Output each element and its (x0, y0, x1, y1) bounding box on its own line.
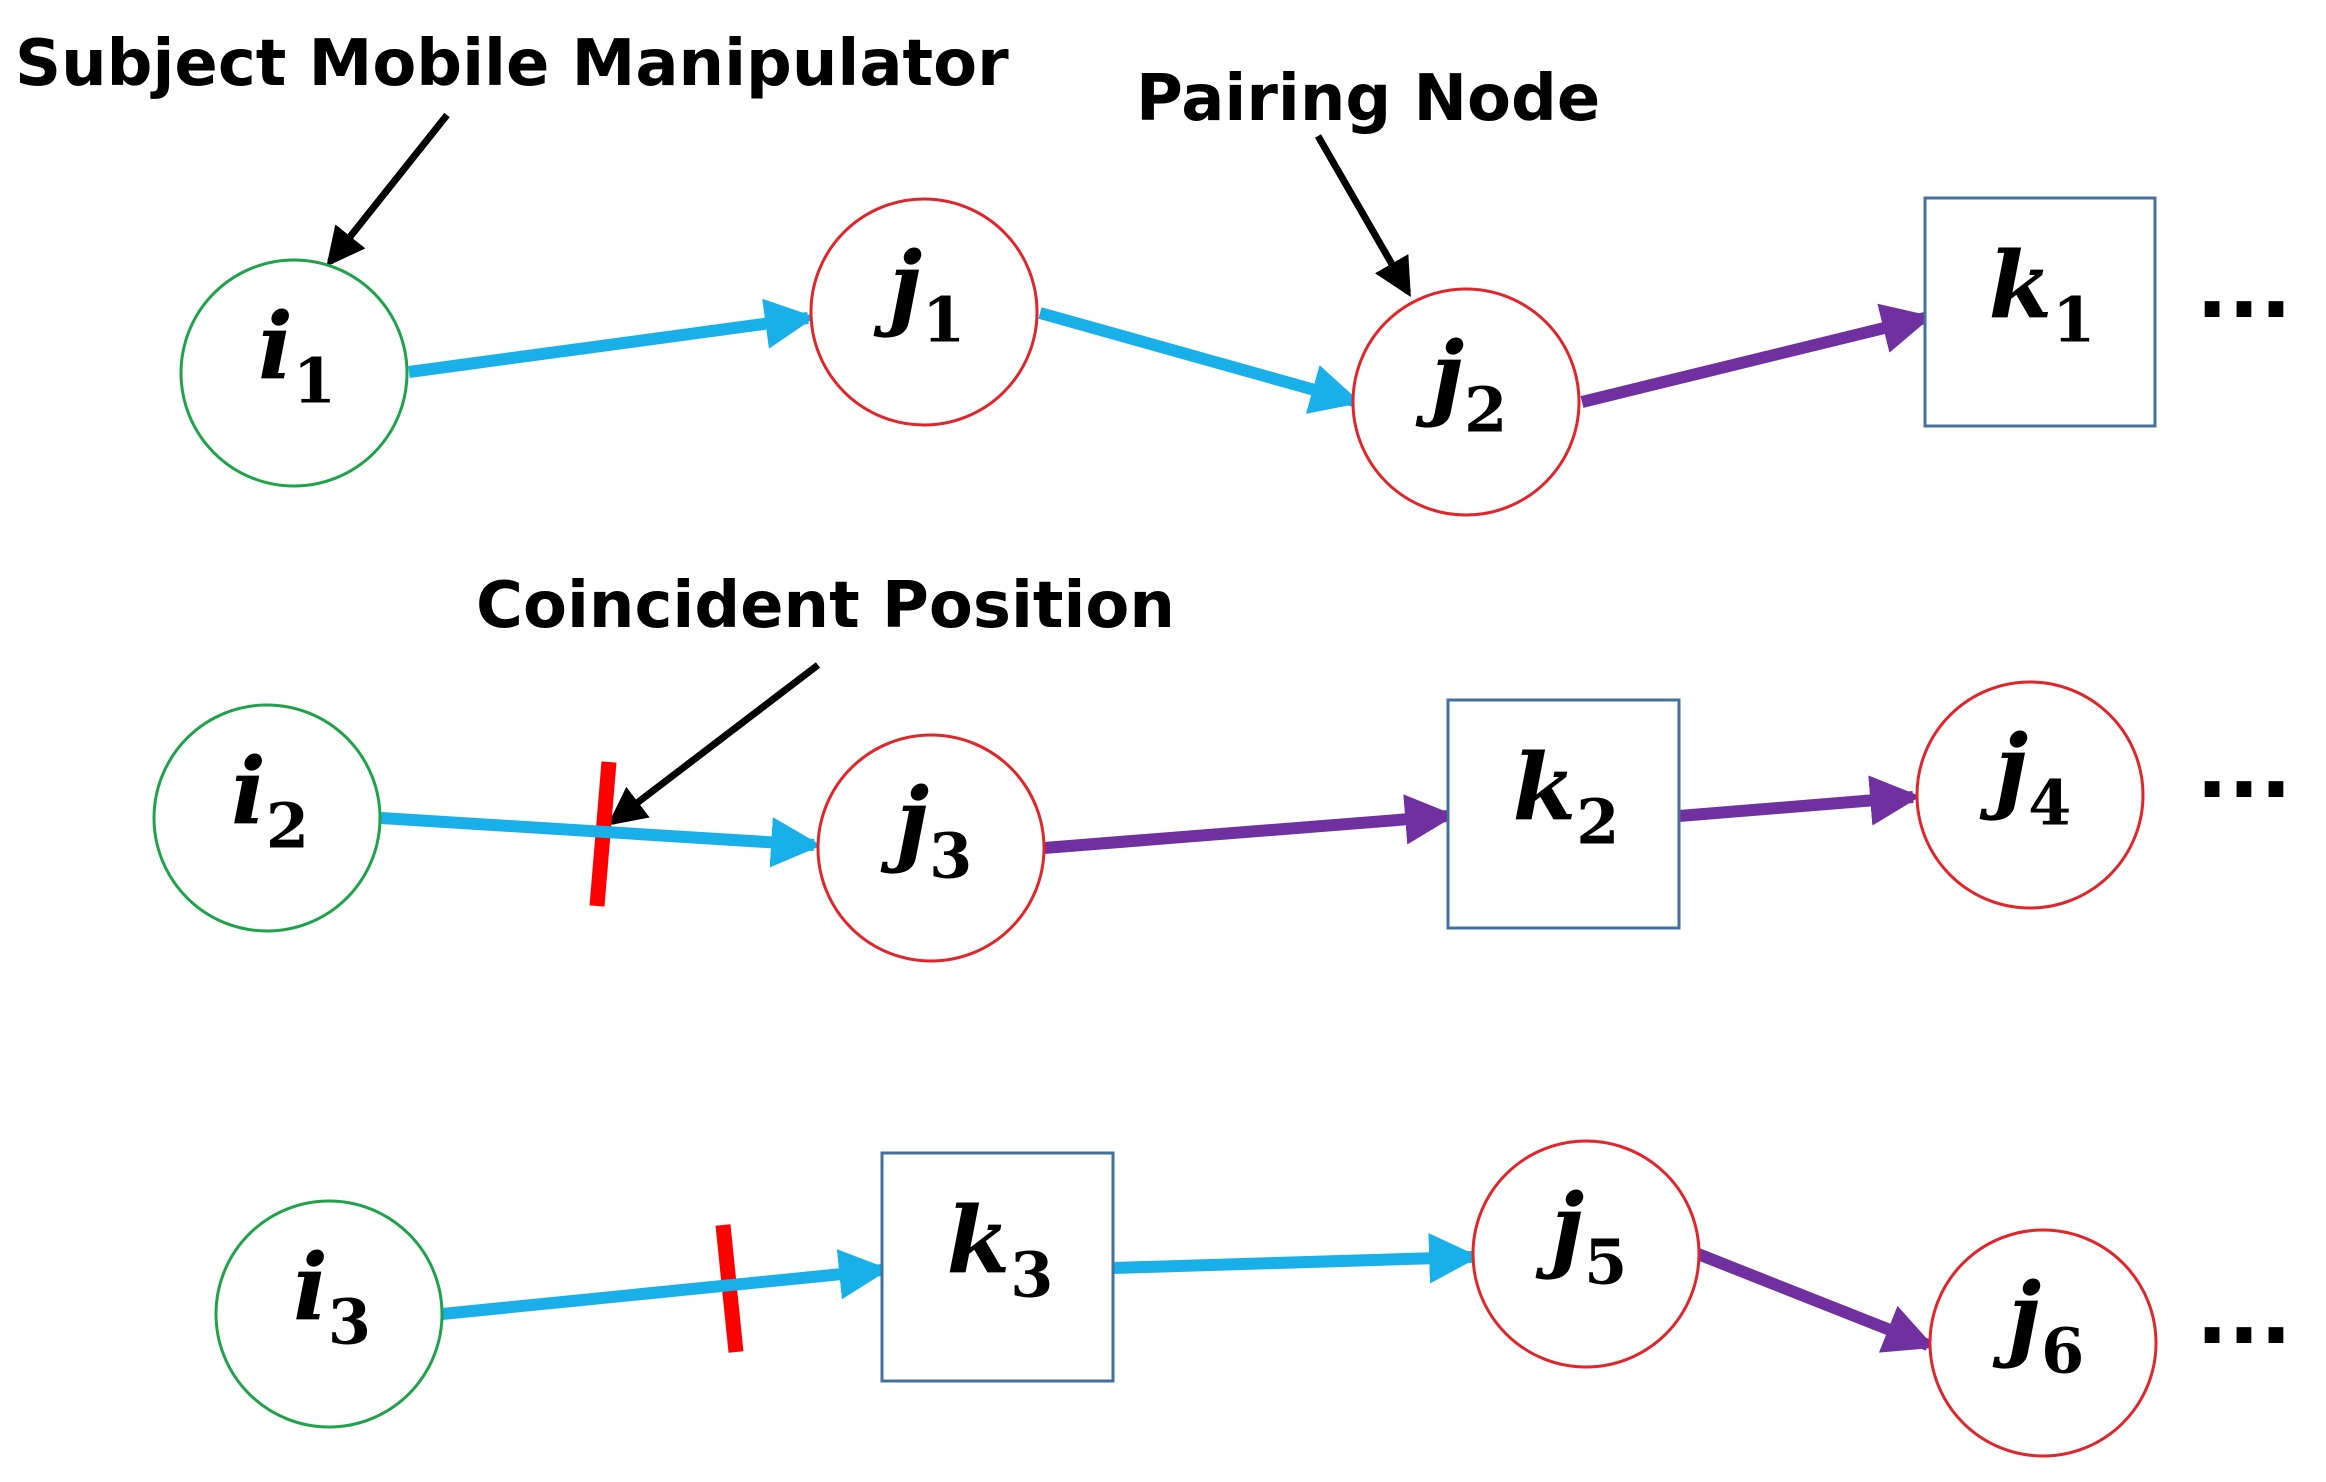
ellipsis-row-3: ··· (2196, 1286, 2292, 1384)
svg-text:i3: i3 (293, 1233, 371, 1358)
callout-subject-mobile-manipulator: Subject Mobile Manipulator (15, 27, 1009, 267)
pairing-circle (1351, 287, 1581, 517)
node-var: i (231, 737, 266, 845)
edge-k2-j4 (1678, 775, 1921, 826)
row-3: i3 k3 j5 j6 ··· (214, 1139, 2292, 1458)
node-i3: i3 (214, 1199, 444, 1429)
row-2: i2 j3 k2 j4 ··· (152, 680, 2292, 963)
coincident-position-label: Coincident Position (476, 569, 1175, 643)
edge-k3-j5 (1112, 1233, 1480, 1284)
node-subscript: 2 (1576, 785, 1619, 858)
node-subscript: 5 (1584, 1225, 1627, 1298)
row-1: i1 j1 j2 k1 ··· (179, 196, 2292, 517)
callout-coincident-position: Coincident Position (476, 569, 1175, 826)
node-j2: j2 (1351, 287, 1581, 517)
subject-mobile-manipulator-label: Subject Mobile Manipulator (15, 27, 1009, 101)
node-var: i (293, 1233, 328, 1341)
pairing-circle (1471, 1139, 1701, 1369)
edge-j1-j2 (1038, 307, 1362, 414)
node-i2: i2 (152, 703, 382, 933)
node-subscript: 3 (929, 819, 972, 892)
svg-text:k2: k2 (1513, 733, 1620, 858)
node-var: i (258, 292, 293, 400)
node-var: k (947, 1186, 1011, 1294)
node-subscript: 1 (2052, 283, 2095, 356)
square-node (1923, 196, 2157, 428)
square-node (880, 1151, 1115, 1383)
node-j6: j6 (1928, 1228, 2158, 1458)
node-i1: i1 (179, 258, 409, 488)
subject-circle (214, 1199, 444, 1429)
pairing-circle (816, 733, 1046, 963)
node-var: k (1513, 733, 1577, 841)
svg-text:i1: i1 (258, 292, 336, 417)
node-j4: j4 (1915, 680, 2145, 910)
edge-i1-j1 (408, 298, 816, 378)
edge-i2-j3 (380, 812, 822, 868)
edge-i3-k3 (441, 1249, 890, 1320)
node-subscript: 4 (2028, 766, 2071, 839)
node-j1: j1 (809, 197, 1039, 427)
coincident-pointer-arrow (607, 662, 821, 826)
node-k3: k3 (880, 1151, 1115, 1383)
subject-circle (179, 258, 409, 488)
node-subscript: 6 (2041, 1314, 2084, 1387)
pairing-node-label: Pairing Node (1136, 62, 1600, 136)
node-k1: k1 (1923, 196, 2157, 428)
square-node (1446, 698, 1681, 930)
edge-j3-k2 (1043, 794, 1456, 854)
pairing-circle (1915, 680, 2145, 910)
edge-j5-j6 (1695, 1248, 1936, 1353)
edge-j2-k1 (1580, 303, 1933, 408)
ellipsis-row-1: ··· (2196, 260, 2292, 358)
pairing-pointer-arrow (1314, 134, 1412, 298)
node-subscript: 1 (922, 283, 965, 356)
svg-text:i2: i2 (231, 737, 309, 862)
node-subscript: 3 (328, 1285, 371, 1358)
svg-text:k1: k1 (1989, 231, 2096, 356)
subject-circle (152, 703, 382, 933)
pairing-circle (1928, 1228, 2158, 1458)
node-subscript: 3 (1010, 1238, 1053, 1311)
node-subscript: 1 (293, 344, 336, 417)
pairing-circle (809, 197, 1039, 427)
svg-text:k3: k3 (947, 1186, 1054, 1311)
ellipsis-row-2: ··· (2196, 740, 2292, 838)
subject-pointer-arrow (326, 112, 450, 267)
node-k2: k2 (1446, 698, 1681, 930)
node-subscript: 2 (266, 789, 309, 862)
node-subscript: 2 (1464, 373, 1507, 446)
node-j5: j5 (1471, 1139, 1701, 1369)
node-j3: j3 (816, 733, 1046, 963)
callout-pairing-node: Pairing Node (1136, 62, 1600, 298)
node-var: k (1989, 231, 2053, 339)
